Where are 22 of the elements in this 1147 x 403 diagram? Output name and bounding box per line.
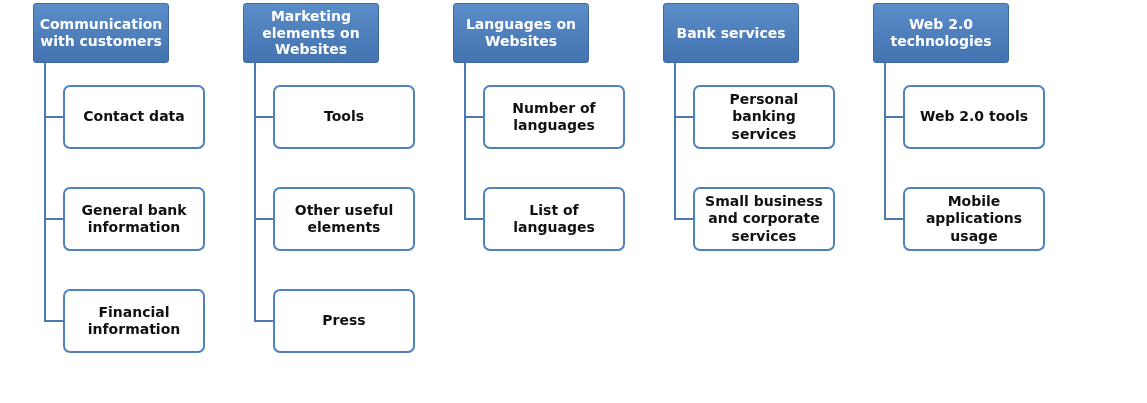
- item-box: Mobile applications usage: [903, 187, 1045, 251]
- connector-line: [884, 62, 904, 220]
- item-box: Small business and corporate services: [693, 187, 835, 251]
- item-box: Press: [273, 289, 415, 353]
- category-box: Bank services: [663, 3, 799, 63]
- item-box: Financial information: [63, 289, 205, 353]
- item-box: Personal banking services: [693, 85, 835, 149]
- connector-line: [44, 62, 64, 322]
- connector-line: [674, 62, 694, 220]
- connector-line: [254, 62, 274, 322]
- item-box: Tools: [273, 85, 415, 149]
- item-box: Contact data: [63, 85, 205, 149]
- item-box: Other useful elements: [273, 187, 415, 251]
- category-box: Web 2.0 technologies: [873, 3, 1009, 63]
- item-box: General bank information: [63, 187, 205, 251]
- connector-line: [464, 62, 484, 220]
- item-box: Web 2.0 tools: [903, 85, 1045, 149]
- category-box: Communication with customers: [33, 3, 169, 63]
- category-box: Marketing elements on Websites: [243, 3, 379, 63]
- item-box: Number of languages: [483, 85, 625, 149]
- category-box: Languages on Websites: [453, 3, 589, 63]
- item-box: List of languages: [483, 187, 625, 251]
